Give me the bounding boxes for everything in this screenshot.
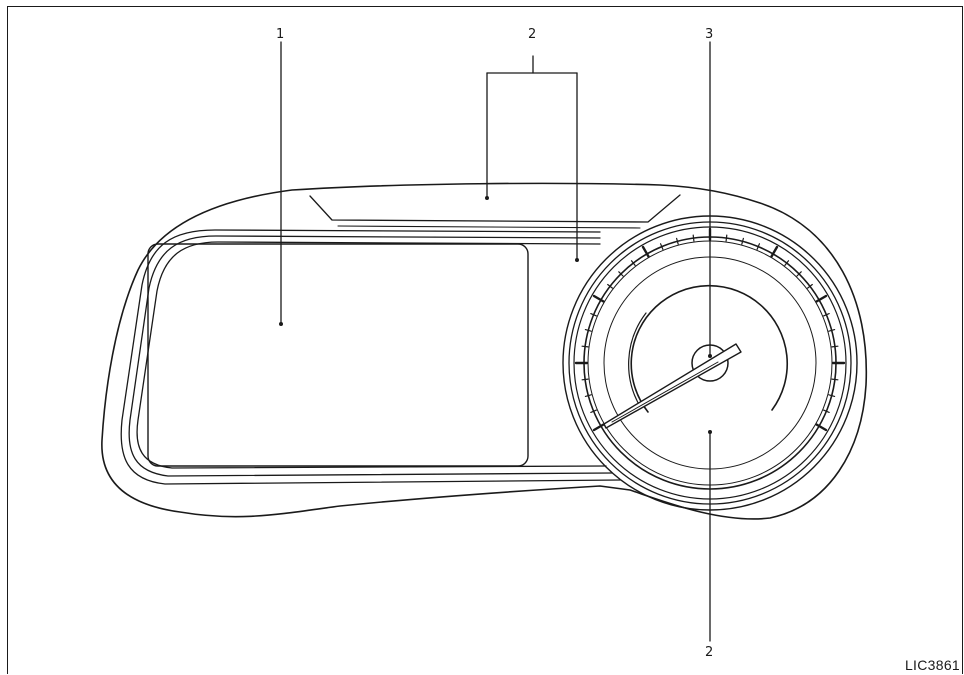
gauge-tick-marks <box>574 227 846 432</box>
gauge-tick <box>806 283 813 289</box>
gauge-tick <box>641 245 650 258</box>
gauge-tick <box>590 313 598 317</box>
gauge-tick <box>581 378 589 381</box>
visor-strip-inner <box>337 225 641 229</box>
gauge-tick <box>770 245 779 258</box>
gauge-tick <box>618 271 624 277</box>
gauge-tick <box>784 260 790 266</box>
gauge-tick <box>828 329 836 332</box>
callout-1-label: 1 <box>276 27 285 42</box>
callout-leader-dots <box>279 196 712 434</box>
callout-2-bottom-label: 2 <box>705 645 714 660</box>
gauge-tick <box>828 394 836 397</box>
callout-3-label: 3 <box>705 27 714 42</box>
gauge-tick <box>822 313 830 317</box>
gauge-tick <box>592 294 605 303</box>
gauge-tick <box>756 243 761 250</box>
information-display-screen <box>147 243 529 467</box>
gauge-tick <box>607 283 614 289</box>
visor-strip <box>309 194 681 223</box>
gauge-tick <box>815 294 828 303</box>
gauge-tick <box>692 234 695 242</box>
display-bezel-middle <box>128 235 613 477</box>
gauge-tick <box>725 234 728 242</box>
gauge-tick <box>675 237 679 245</box>
gauge-tick <box>831 378 839 381</box>
display-bezel-inner <box>136 241 607 469</box>
display-bezel-outer <box>120 229 621 485</box>
gauge-needle <box>603 343 742 429</box>
gauge-tick <box>741 237 745 245</box>
gauge-inner-arc <box>630 284 789 413</box>
gauge-tick <box>592 423 605 432</box>
figure-code: LIC3861 <box>904 657 960 673</box>
gauge-tick <box>584 394 592 397</box>
callout-leaders <box>280 41 711 642</box>
gauge-tick <box>581 345 589 348</box>
gauge-tick <box>831 345 839 348</box>
gauge-tick <box>590 409 598 413</box>
gauge-inner-arc-2 <box>628 312 647 409</box>
gauge-tick <box>630 260 636 266</box>
figure-frame <box>7 6 963 674</box>
gauge-tick <box>796 271 802 277</box>
gauge-tick <box>659 243 664 250</box>
gauge-tick <box>584 329 592 332</box>
gauge-tick <box>822 409 830 413</box>
callout-2-top-label: 2 <box>528 27 537 42</box>
gauge-tick <box>815 423 828 432</box>
cluster-housing-outline <box>101 182 868 520</box>
